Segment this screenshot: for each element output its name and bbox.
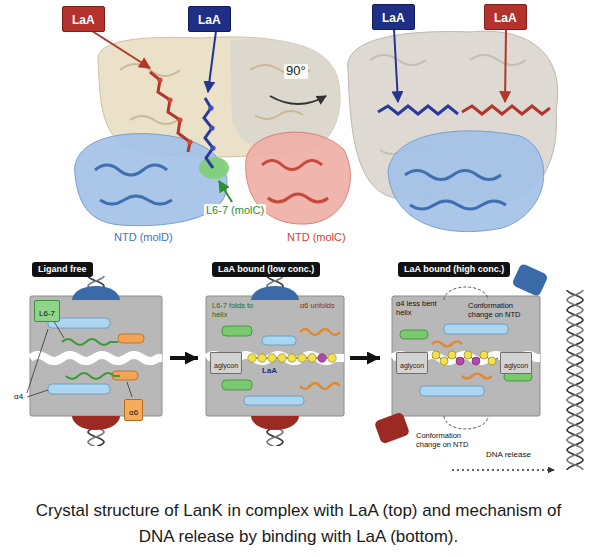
ligand-tag: LaA xyxy=(372,4,415,30)
node-text: LaA xyxy=(494,12,517,26)
ligand-tag: LaA xyxy=(62,6,105,32)
node-text: aglycon xyxy=(504,362,528,370)
rotation-label: 90° xyxy=(284,64,308,79)
protein-structure xyxy=(348,29,558,232)
node-text: α6 xyxy=(129,408,138,417)
mechanism-panel xyxy=(27,276,162,446)
state-panel: Ligand freeL6-7 α6 xyxy=(22,258,170,458)
node-text: LaA xyxy=(382,12,405,26)
node-text: LaA xyxy=(198,14,221,28)
state-panel: LaA bound (high conc.) aglycon aglycon xyxy=(380,258,550,458)
node-text: aglycon xyxy=(400,362,424,370)
part-label: α4 xyxy=(14,392,23,401)
region-tag: L6-7 xyxy=(34,300,60,322)
state-arrow xyxy=(350,356,380,360)
node-text: L6-7 xyxy=(39,309,55,318)
panel-heading: Ligand free xyxy=(32,262,93,277)
panel-heading: LaA bound (low conc.) xyxy=(212,262,320,277)
state-arrow xyxy=(170,356,198,360)
panel-heading: LaA bound (high conc.) xyxy=(398,262,510,277)
annotation: α6 unfolds xyxy=(300,302,335,311)
ligand-tag: LaA xyxy=(188,6,231,32)
node-text: LaA xyxy=(72,14,95,28)
annotation: Conformation change on NTD xyxy=(468,302,530,319)
ligand-label: LaA xyxy=(262,366,277,375)
mechanism-panel xyxy=(206,276,344,446)
part-label: L6-7 (molC) xyxy=(204,204,266,217)
part-label: NTD (molD) xyxy=(112,231,175,244)
aglycon-box: aglycon xyxy=(396,352,428,374)
part-label: NTD (molC) xyxy=(285,231,348,244)
caption: Crystal structure of LanK in complex wit… xyxy=(0,498,597,549)
mechanism-panel xyxy=(374,263,586,470)
annotation: L6-7 folds to helix xyxy=(212,302,262,319)
state-panel: LaA bound (low conc.) aglycon xyxy=(198,258,350,458)
node-text: aglycon xyxy=(214,362,238,370)
region-tag: α6 xyxy=(124,399,143,421)
ligand-tag: LaA xyxy=(484,4,527,30)
rotation-arrow xyxy=(270,96,326,104)
protein-structure xyxy=(75,31,351,226)
annotation: Conformation change on NTD xyxy=(416,432,486,449)
annotation: DNA release xyxy=(486,450,531,459)
annotation: α4 less bent helix xyxy=(396,300,440,317)
aglycon-box: aglycon xyxy=(210,352,242,374)
aglycon-box: aglycon xyxy=(500,352,532,374)
